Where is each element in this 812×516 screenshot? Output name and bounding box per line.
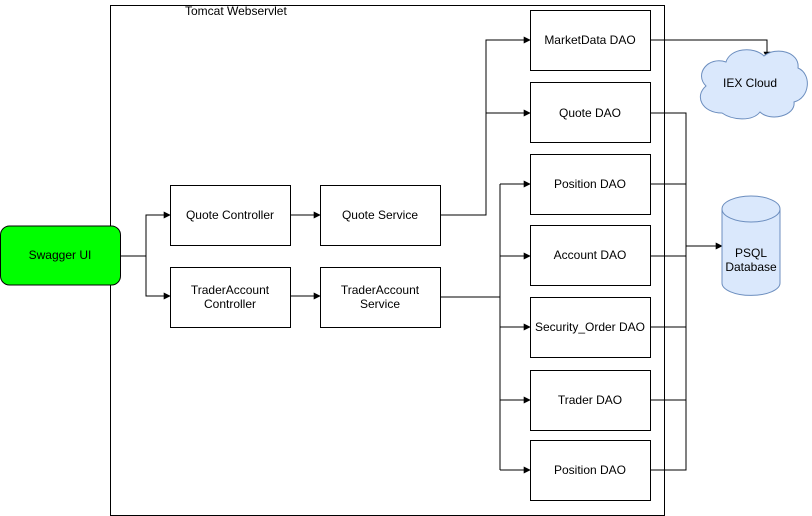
traderaccount-controller-label-line2: Controller (204, 297, 256, 311)
marketdata-dao-node: MarketData DAO (530, 10, 651, 71)
quote-controller-label: Quote Controller (186, 208, 274, 222)
position-dao-node: Position DAO (530, 154, 651, 215)
account-dao-node: Account DAO (530, 225, 651, 286)
security-order-dao-label: Security_Order DAO (535, 320, 645, 334)
marketdata-dao-label: MarketData DAO (544, 33, 635, 47)
swagger-ui-node: Swagger UI (0, 225, 121, 286)
position-dao-2-node: Position DAO (530, 440, 651, 501)
trader-dao-node: Trader DAO (530, 370, 651, 431)
traderaccount-service-label-line2: Service (360, 297, 400, 311)
traderaccount-service-node: TraderAccount Service (320, 267, 441, 328)
quote-service-label: Quote Service (342, 208, 418, 222)
traderaccount-controller-label-line1: TraderAccount (191, 283, 270, 297)
container-label: Tomcat Webservlet (185, 4, 287, 18)
security-order-dao-node: Security_Order DAO (530, 297, 651, 358)
psql-database-node: PSQL Database (721, 195, 781, 296)
psql-database-label-line2: Database (725, 260, 777, 274)
quote-service-node: Quote Service (320, 185, 441, 246)
swagger-ui-label: Swagger UI (29, 248, 92, 262)
traderaccount-controller-node: TraderAccount Controller (170, 267, 291, 328)
quote-dao-node: Quote DAO (530, 82, 651, 143)
traderaccount-service-label-line1: TraderAccount (341, 283, 420, 297)
quote-dao-label: Quote DAO (559, 106, 621, 120)
position-dao-label: Position DAO (554, 177, 626, 191)
iex-cloud-node: IEX Cloud (700, 49, 808, 120)
cloud-icon (700, 49, 808, 120)
trader-dao-label: Trader DAO (558, 393, 622, 407)
psql-database-label-line1: PSQL (735, 246, 767, 260)
position-dao-2-label: Position DAO (554, 463, 626, 477)
iex-cloud-label: IEX Cloud (723, 76, 777, 90)
account-dao-label: Account DAO (554, 248, 627, 262)
quote-controller-node: Quote Controller (170, 185, 291, 246)
connectors (120, 36, 771, 474)
database-icon (721, 209, 781, 296)
